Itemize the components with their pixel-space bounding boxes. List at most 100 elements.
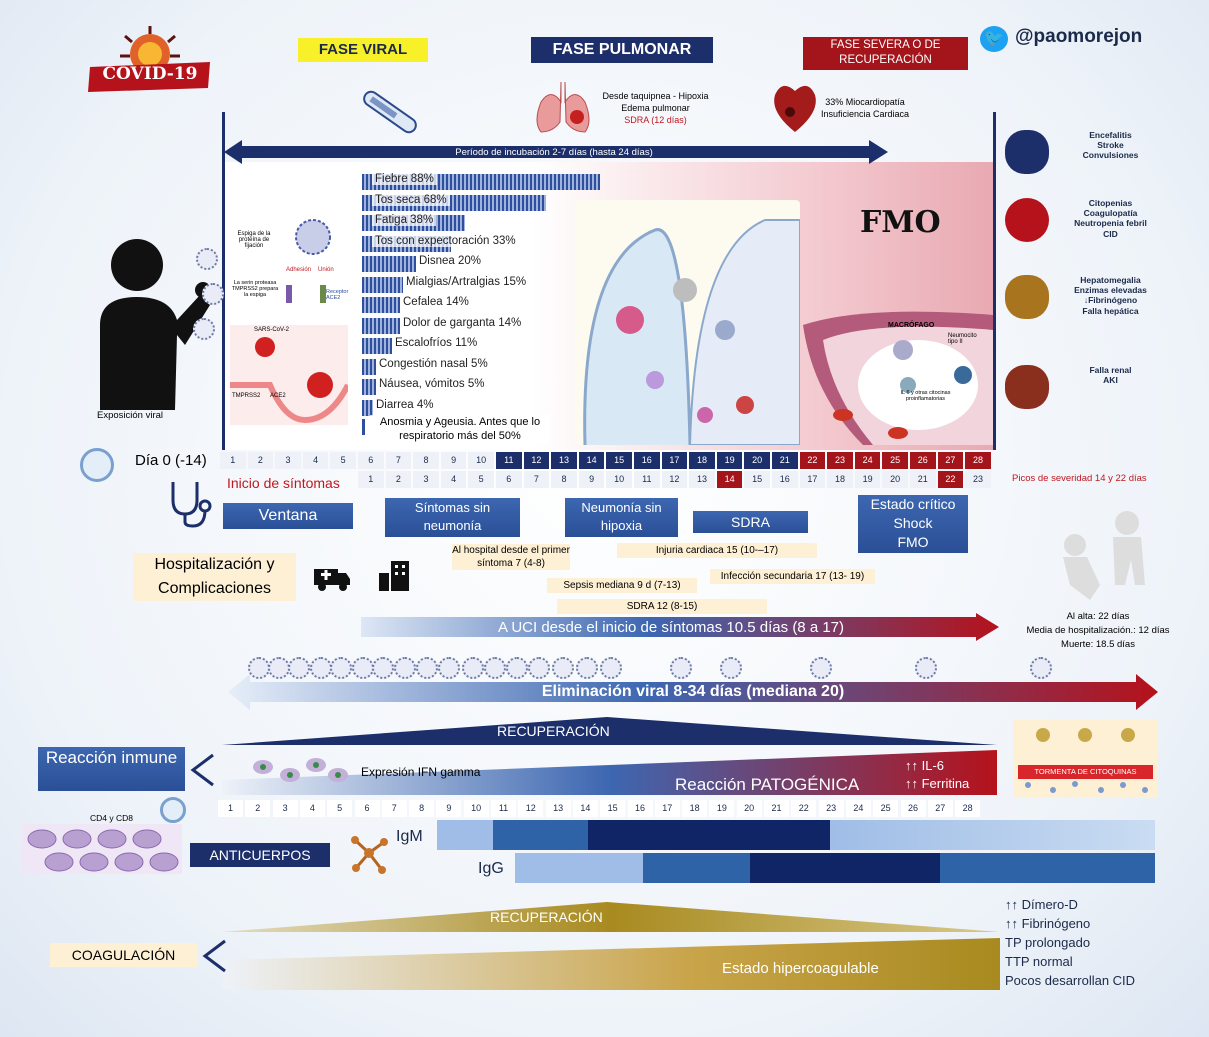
- virus-icon: [288, 657, 310, 679]
- alveolus-illustration: [575, 200, 801, 446]
- day-cell: 13: [551, 452, 577, 469]
- day-cell: 14: [578, 452, 605, 469]
- day-cell: 10: [606, 471, 632, 488]
- stage-ventana: Ventana: [223, 503, 353, 529]
- symptom-bar: [362, 317, 400, 334]
- day-cell: 14: [716, 471, 743, 488]
- discharge-3: Muerte: 18.5 días: [1061, 639, 1135, 650]
- immune-reaction-box: Reacción inmune: [38, 747, 185, 791]
- stethoscope-icon: [171, 482, 212, 528]
- day-cell: 9: [440, 452, 467, 469]
- symptom-label: Escalofríos 11%: [392, 337, 481, 349]
- day-cell: 28: [955, 800, 981, 817]
- symptom-label: Fiebre 88%: [372, 173, 437, 185]
- twitter-badge[interactable]: 🐦 @paomorejon: [980, 24, 1160, 54]
- symptom-bar: [362, 379, 376, 395]
- symptom-row: Tos con expectoración 33%: [362, 234, 632, 252]
- hosp-from-note: Al hospital desde el primer síntoma 7 (4…: [452, 544, 570, 570]
- virus-icon: [394, 657, 416, 679]
- day-cell: 11: [491, 800, 516, 817]
- cardiac-notes: 33% Miocardiopatía Insuficiencia Cardiac…: [815, 96, 915, 120]
- virus-icon: [372, 657, 394, 679]
- virus-icon: [193, 318, 215, 340]
- day-cell: 4: [440, 471, 467, 488]
- virus-icon: [576, 657, 598, 679]
- day-cell: 21: [764, 800, 789, 817]
- bracket-icon: [202, 939, 226, 973]
- day-cell: 3: [272, 800, 298, 817]
- symptom-row: Diarrea 4%: [362, 398, 632, 416]
- hospital-building-icon: [379, 561, 409, 591]
- day-cell: 5: [468, 471, 494, 488]
- igg-level-bar: [515, 853, 1155, 883]
- organ-note: AKI: [1103, 375, 1118, 386]
- spike-diagram: Espiga de la proteína de fijación Adhesi…: [228, 215, 348, 315]
- attach-label: Adhesión: [286, 267, 312, 273]
- exposure-label: Exposición viral: [97, 410, 163, 421]
- cardiac-note-2: Insuficiencia Cardiaca: [820, 109, 910, 119]
- stage-sdra: SDRA: [693, 511, 808, 533]
- uci-label: A UCI desde el inicio de síntomas 10.5 d…: [497, 619, 845, 636]
- phase-severe: FASE SEVERA O DE RECUPERACIÓN: [803, 37, 968, 70]
- hospital-title-2: Complicaciones: [158, 580, 271, 597]
- onset-label: Inicio de síntomas: [227, 475, 340, 491]
- coag-note-2: ↑↑ Fibrinógeno: [1005, 916, 1091, 931]
- day-cell: 22: [937, 471, 964, 488]
- day-cell: 23: [965, 471, 991, 488]
- liver-icon: [1005, 275, 1049, 319]
- virus-icon: [528, 657, 550, 679]
- coag-note-3: TP prolongado: [1005, 935, 1091, 950]
- organ-note: Encefalitis: [1089, 130, 1132, 140]
- day-cell: 17: [799, 471, 826, 488]
- immune-recovery-label: RECUPERACIÓN: [497, 723, 610, 739]
- virus-icon: [462, 657, 484, 679]
- thermometer-icon: [363, 90, 417, 134]
- day-cell: 20: [736, 800, 762, 817]
- coag-note-5: Pocos desarrollan CID: [1005, 973, 1136, 988]
- covid-logo: COVID-19: [80, 22, 220, 97]
- organ-note: Hepatomegalia: [1080, 275, 1141, 285]
- sepsis-note: Sepsis mediana 9 d (7-13): [547, 578, 697, 593]
- viral-shedding-label: Eliminación viral 8-34 días (mediana 20): [541, 683, 845, 700]
- organ-note: Falla renal: [1089, 365, 1132, 375]
- virus-icon: [600, 657, 622, 679]
- kidney-icon: [1005, 365, 1049, 409]
- ifn-cells-illustration: [248, 755, 353, 785]
- discharge-1: Al alta: 22 días: [1066, 611, 1130, 622]
- symptom-bar: [362, 358, 376, 375]
- organ-note: Neutropenia febril: [1074, 218, 1147, 229]
- discharge-notes: Al alta: 22 días Media de hospitalizació…: [1008, 610, 1188, 652]
- day-cell: 25: [873, 800, 899, 817]
- ifn-label: Expresión IFN gamma: [361, 765, 481, 779]
- elderly-care-icon: [1063, 511, 1145, 600]
- symptom-row: Náusea, vómitos 5%: [362, 378, 632, 395]
- virus-icon: [416, 657, 438, 679]
- day-cell: 12: [518, 800, 544, 817]
- coag-note-4: TTP normal: [1005, 954, 1073, 969]
- day-cell: 27: [937, 452, 964, 469]
- symptom-row: Tos seca 68%: [362, 193, 632, 211]
- day-cell: 15: [744, 471, 770, 488]
- virus-spike-icon: [286, 219, 331, 303]
- day-cell: 21: [772, 452, 798, 469]
- symptom-row: Cefalea 14%: [362, 296, 632, 313]
- pulmonary-note-3: SDRA (12 días): [624, 115, 687, 125]
- day-cell: 1: [358, 471, 384, 488]
- il6-label: IL 6 y otras citocinas proinflamatorias: [900, 390, 951, 402]
- symptom-label: Disnea 20%: [416, 255, 485, 267]
- day-cell: 18: [689, 452, 715, 469]
- organ-note: CID: [1103, 228, 1118, 239]
- day-cell: 18: [827, 471, 853, 488]
- sdra-note: SDRA 12 (8-15): [557, 599, 767, 614]
- day-cell: 23: [818, 800, 844, 817]
- day-cell: 13: [545, 800, 571, 817]
- day-cell: 16: [634, 452, 660, 469]
- day-cell: 9: [578, 471, 605, 488]
- day-cell: 5: [330, 452, 356, 469]
- igm-level-bar: [437, 820, 1155, 850]
- virus-icon: [915, 657, 937, 679]
- organ-note: Citopenias: [1088, 198, 1133, 208]
- day-cell: 24: [854, 452, 881, 469]
- incubation-label: Período de incubación 2-7 días (hasta 24…: [455, 147, 653, 158]
